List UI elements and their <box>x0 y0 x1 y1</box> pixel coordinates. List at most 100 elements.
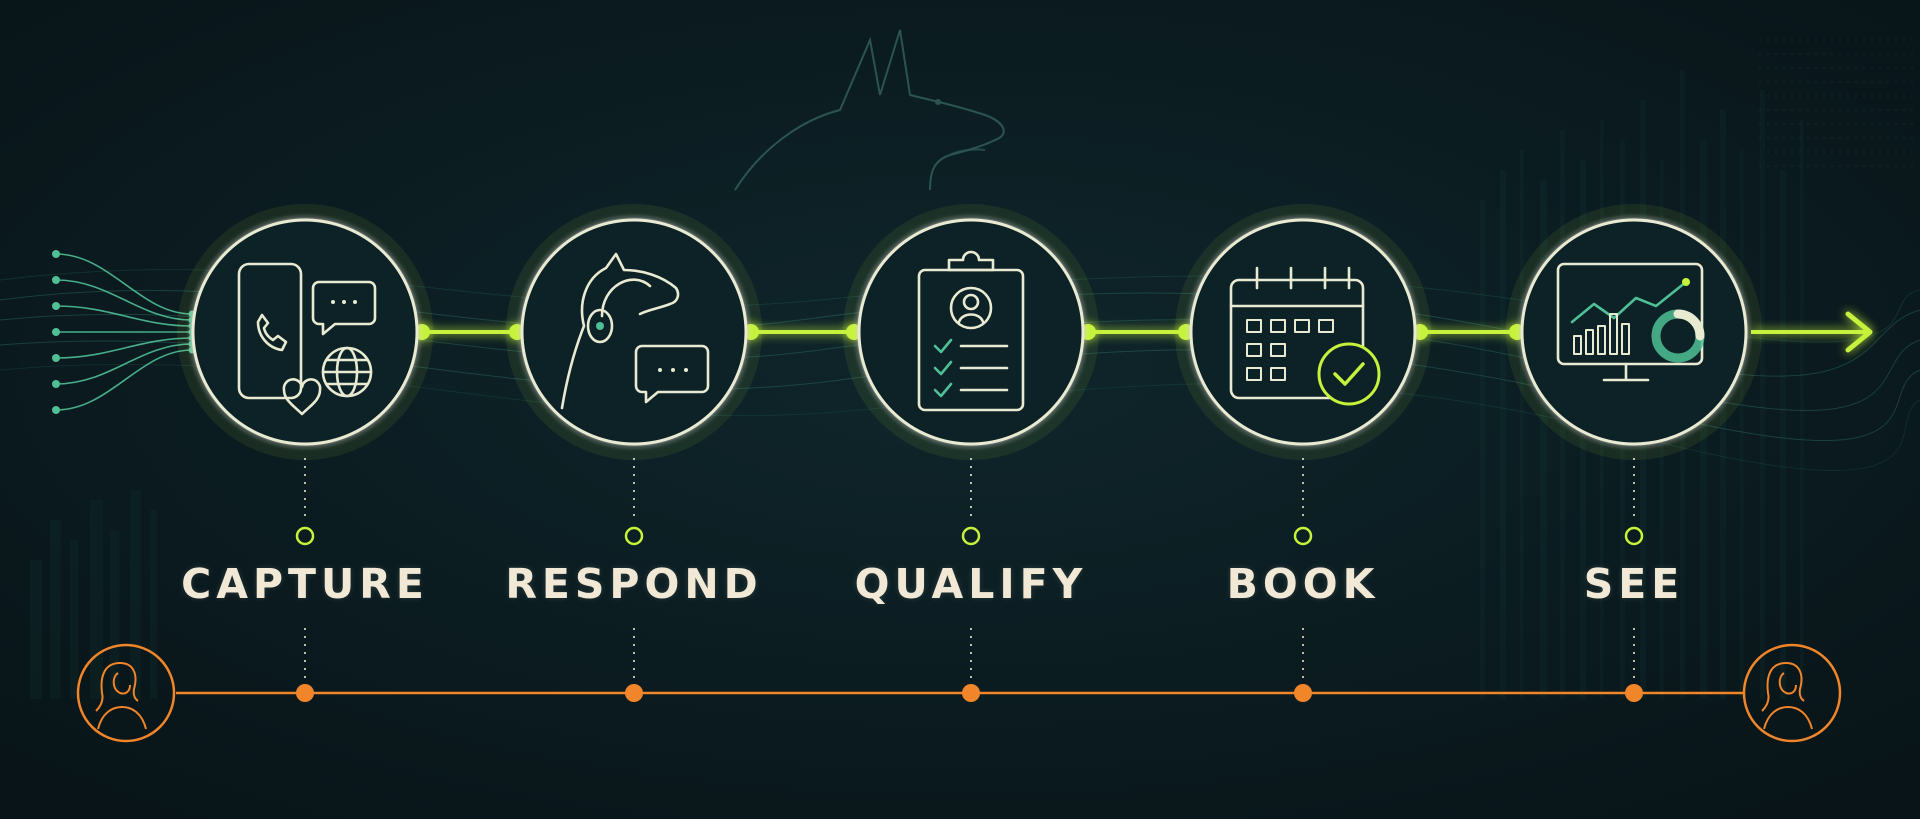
bg-dot <box>1815 81 1817 83</box>
bg-dot <box>1807 151 1809 153</box>
bg-dot <box>1863 39 1865 41</box>
stage-label-capture: CAPTURE <box>181 560 429 608</box>
bg-dot <box>1767 137 1769 139</box>
bg-dot <box>1775 165 1777 167</box>
bg-dot <box>1863 109 1865 111</box>
stage-label-see: SEE <box>1583 560 1685 608</box>
bg-dot <box>1911 81 1913 83</box>
bg-dot <box>1783 39 1785 41</box>
bg-dot <box>1807 81 1809 83</box>
stage-node-see <box>1506 204 1762 680</box>
bg-dot <box>1871 109 1873 111</box>
bg-dot <box>1823 109 1825 111</box>
bg-dot <box>1911 39 1913 41</box>
fan-line <box>55 279 193 321</box>
bg-dot <box>1775 67 1777 69</box>
donut-segment <box>1673 309 1705 341</box>
person-shoulders <box>97 705 147 730</box>
bg-dot <box>1855 123 1857 125</box>
bg-bar <box>1540 180 1548 699</box>
heart <box>282 378 322 416</box>
bg-dot <box>1871 81 1873 83</box>
bg-dot <box>1799 151 1801 153</box>
chat-dot <box>684 368 688 372</box>
monitor-stand <box>1602 362 1650 382</box>
fan-line <box>55 337 193 359</box>
bg-dot <box>1791 81 1793 83</box>
bg-dot <box>1767 123 1769 125</box>
journey-node <box>962 684 980 702</box>
bg-dot <box>1911 53 1913 55</box>
bg-dot <box>1895 123 1897 125</box>
monitor-screen <box>1556 262 1704 366</box>
bg-dot <box>1839 67 1841 69</box>
stage-halo <box>506 204 762 460</box>
chat-dot <box>342 300 346 304</box>
bg-bar <box>1800 120 1804 699</box>
bg-dot <box>1831 39 1833 41</box>
phone-outline <box>237 262 303 400</box>
bg-dot <box>1895 67 1897 69</box>
bg-dot <box>1783 165 1785 167</box>
monitor-analytics-icon <box>1556 262 1705 382</box>
bg-dot <box>1791 67 1793 69</box>
bg-dot <box>1871 165 1873 167</box>
chat-dot <box>331 300 335 304</box>
bg-dot <box>1887 81 1889 83</box>
bg-dot <box>1879 67 1881 69</box>
bg-dot <box>1895 109 1897 111</box>
headset-earcup <box>586 308 614 344</box>
bg-dot <box>1887 109 1889 111</box>
bg-dot <box>1759 151 1761 153</box>
bg-dot <box>1855 165 1857 167</box>
bg-dot <box>1863 165 1865 167</box>
bg-dot <box>1823 39 1825 41</box>
bg-dot <box>1847 165 1849 167</box>
bg-dot <box>1759 81 1761 83</box>
dog-outline <box>560 252 680 410</box>
bg-dot <box>1791 39 1793 41</box>
bg-bar <box>1780 170 1786 699</box>
stage-circle <box>520 218 748 446</box>
chat-bubble <box>311 280 377 336</box>
bg-dot <box>1879 95 1881 97</box>
bg-dot <box>1887 165 1889 167</box>
bg-dot <box>1815 53 1817 55</box>
bg-dot <box>1863 123 1865 125</box>
fan-line <box>55 253 193 315</box>
bg-dot <box>1839 137 1841 139</box>
bg-dot <box>1791 123 1793 125</box>
bg-dot <box>1839 53 1841 55</box>
fan-line <box>55 349 193 411</box>
bg-dot <box>1767 53 1769 55</box>
bg-dot <box>1847 151 1849 153</box>
bg-dot <box>1863 81 1865 83</box>
bg-dot <box>1879 137 1881 139</box>
bg-dot <box>1847 67 1849 69</box>
stage-halo <box>177 204 433 460</box>
bg-dot <box>1855 67 1857 69</box>
person-hair <box>1761 662 1805 712</box>
bg-dot <box>1871 95 1873 97</box>
dog-headset-chat-icon <box>560 252 710 410</box>
stage-label-respond: RESPOND <box>505 560 763 608</box>
mini-bar <box>1621 323 1630 355</box>
bg-dot <box>1847 81 1849 83</box>
bg-dot <box>1823 95 1825 97</box>
bg-dot <box>1823 67 1825 69</box>
person-end-icon <box>1742 643 1842 743</box>
customer-journey-line <box>76 643 1842 743</box>
bg-dot <box>1799 39 1801 41</box>
bg-dot <box>1807 95 1809 97</box>
clipboard-clip <box>947 250 995 272</box>
bg-dot <box>1799 53 1801 55</box>
bg-dot <box>1895 53 1897 55</box>
phone-handset <box>256 313 288 352</box>
stage-label-book: BOOK <box>1226 560 1380 608</box>
bg-dot <box>1903 109 1905 111</box>
calendar-cell <box>1246 343 1262 357</box>
bg-dot <box>1815 109 1817 111</box>
bg-dot <box>1903 123 1905 125</box>
journey-node <box>625 684 643 702</box>
bg-dot <box>1871 39 1873 41</box>
